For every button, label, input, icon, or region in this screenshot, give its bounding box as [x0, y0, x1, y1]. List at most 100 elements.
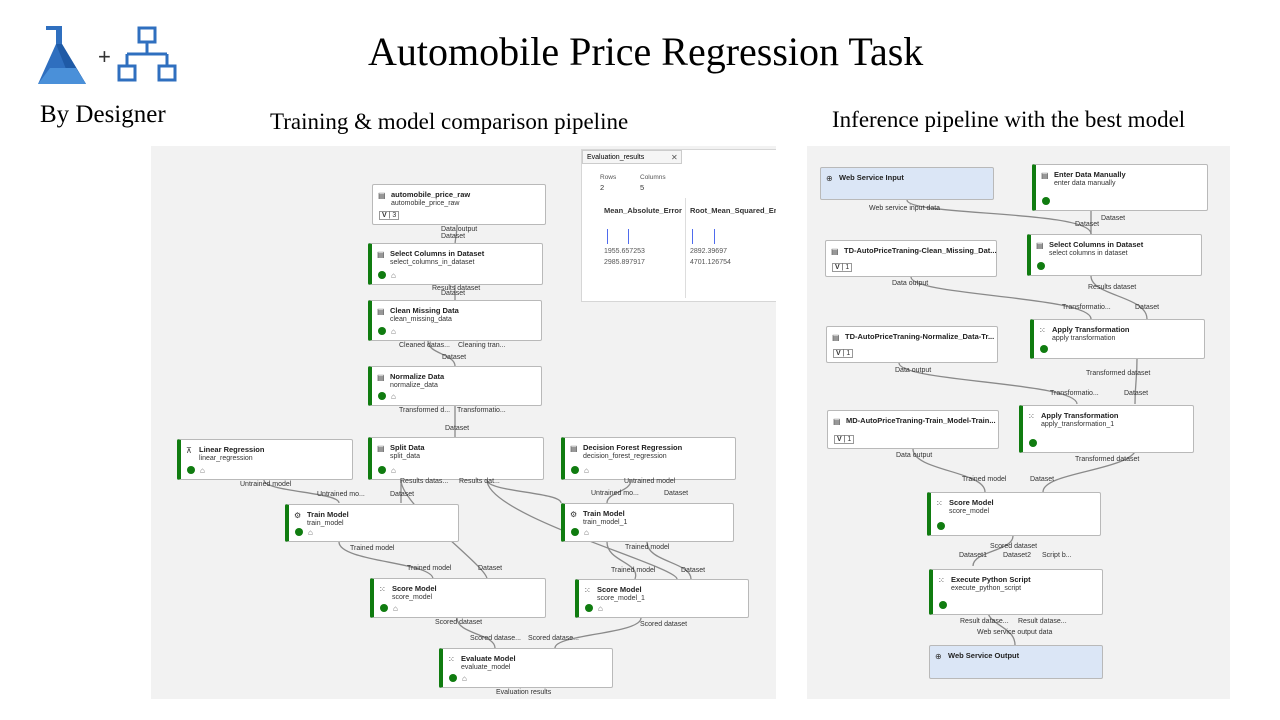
port-label: Dataset	[390, 491, 415, 498]
table-cell: 2985.897917	[604, 259, 645, 266]
version-badge: V | 1	[833, 349, 854, 358]
port-label: Dataset	[1030, 476, 1055, 483]
compute-icon: ⌂	[462, 674, 467, 683]
node-automobile-price-raw[interactable]: ▤ automobile_price_raw automobile_price_…	[372, 184, 546, 225]
score-icon: ⁙	[584, 586, 591, 595]
port-label: Results dataset	[1088, 284, 1137, 291]
node-train-model-1[interactable]: ⚙ Train Model train_model_1 ⌂	[561, 503, 734, 542]
port-label: Scored datase...	[470, 635, 521, 642]
port-label: Dataset	[445, 425, 470, 432]
node-trained-model-dataset[interactable]: ▤ MD-AutoPriceTraning-Train_Model-Train.…	[827, 410, 999, 449]
port-label: Dataset	[664, 490, 689, 497]
status-complete-icon	[378, 271, 386, 279]
node-normalize-data[interactable]: ▤ Normalize Data normalize_data ⌂	[368, 366, 542, 406]
node-apply-transformation-1[interactable]: ⁙ Apply Transformation apply_transformat…	[1019, 405, 1194, 453]
module-icon: ▤	[377, 373, 385, 382]
evaluation-results-tab[interactable]: Evaluation_results✕	[582, 150, 682, 164]
node-train-model[interactable]: ⚙ Train Model train_model ⌂	[285, 504, 459, 542]
status-complete-icon	[378, 392, 386, 400]
port-label: Dataset	[1135, 304, 1160, 311]
node-score-model[interactable]: ⁙ Score Model score_model	[927, 492, 1101, 536]
status-complete-icon	[378, 327, 386, 335]
node-select-columns[interactable]: ▤ Select Columns in Dataset select_colum…	[368, 243, 543, 285]
port-label: Transformed dataset	[1075, 456, 1140, 463]
port-label: Dataset2	[1003, 552, 1032, 559]
port-label: Dataset	[1124, 390, 1149, 397]
score-icon: ⁙	[448, 655, 455, 664]
port-label: Transformed dataset	[1086, 370, 1151, 377]
close-icon[interactable]: ✕	[671, 153, 678, 162]
node-split-data[interactable]: ▤ Split Data split_data ⌂	[368, 437, 544, 480]
node-web-service-input[interactable]: ⊕ Web Service Input	[820, 167, 994, 200]
node-normalize-dataset[interactable]: ▤ TD-AutoPriceTraning-Normalize_Data-Tr.…	[826, 326, 998, 363]
status-complete-icon	[937, 522, 945, 530]
train-icon: ⚙	[570, 510, 578, 519]
status-complete-icon	[939, 601, 947, 609]
inference-pipeline-canvas[interactable]: ⊕ Web Service Input ▤ Enter Data Manuall…	[807, 146, 1230, 699]
compute-icon: ⌂	[584, 466, 589, 475]
module-icon: ▤	[570, 444, 578, 453]
column-header[interactable]: Mean_Absolute_Error	[604, 206, 682, 215]
port-label: Trained model	[962, 476, 1007, 483]
histogram-bar	[607, 229, 608, 244]
status-complete-icon	[380, 604, 388, 612]
compute-icon: ⌂	[391, 466, 396, 475]
port-label: Trained model	[611, 567, 656, 574]
evaluation-results-panel[interactable]: Evaluation_results✕ Rows 2 Columns 5 Mea…	[581, 149, 776, 302]
node-score-model[interactable]: ⁙ Score Model score_model ⌂	[370, 578, 546, 618]
node-apply-transformation[interactable]: ⁙ Apply Transformation apply transformat…	[1030, 319, 1205, 359]
compute-icon: ⌂	[308, 528, 313, 537]
node-linear-regression[interactable]: ⊼ Linear Regression linear_regression ⌂	[177, 439, 353, 480]
status-complete-icon	[187, 466, 195, 474]
node-select-columns[interactable]: ▤ Select Columns in Dataset select colum…	[1027, 234, 1202, 276]
port-label: Data output	[895, 367, 932, 374]
train-icon: ⚙	[294, 511, 302, 520]
port-label: Evaluation results	[496, 689, 552, 696]
table-cell: 4701.126754	[690, 259, 731, 266]
port-label: Transformatio...	[1062, 304, 1111, 311]
module-icon: ▤	[1041, 171, 1049, 180]
inference-pipeline-edges	[898, 199, 1148, 646]
table-cell: 1955.657253	[604, 248, 645, 255]
status-complete-icon	[1040, 345, 1048, 353]
score-icon: ⁙	[379, 585, 386, 594]
status-complete-icon	[1029, 439, 1037, 447]
module-icon: ▤	[377, 307, 385, 316]
port-label: Script b...	[1042, 552, 1072, 559]
svg-text:+: +	[98, 44, 111, 69]
table-cell: 2892.39697	[690, 248, 727, 255]
port-label: Dataset	[1101, 215, 1126, 222]
compute-icon: ⌂	[391, 392, 396, 401]
version-badge: V | 3	[379, 211, 400, 220]
status-complete-icon	[449, 674, 457, 682]
node-execute-python-script[interactable]: ⁙ Execute Python Script execute_python_s…	[929, 569, 1103, 615]
histogram-bar	[714, 229, 715, 244]
node-clean-missing-data[interactable]: ▤ Clean Missing Data clean_missing_data …	[368, 300, 542, 341]
module-icon: ▤	[1036, 241, 1044, 250]
training-pipeline-canvas[interactable]: ▤ automobile_price_raw automobile_price_…	[151, 146, 776, 699]
port-label: Results dat...	[459, 478, 500, 485]
status-complete-icon	[585, 604, 593, 612]
node-evaluate-model[interactable]: ⁙ Evaluate Model evaluate_model ⌂	[439, 648, 613, 688]
dataset-icon: ▤	[832, 333, 840, 342]
port-label: Data output	[441, 226, 478, 233]
port-label: Scored dataset	[435, 619, 483, 626]
histogram-bar	[692, 229, 693, 244]
node-decision-forest-regression[interactable]: ▤ Decision Forest Regression decision_fo…	[561, 437, 736, 480]
status-complete-icon	[1037, 262, 1045, 270]
node-web-service-output[interactable]: ⊕ Web Service Output	[929, 645, 1103, 679]
designer-logo: +	[38, 26, 177, 84]
transform-icon: ⁙	[1028, 412, 1035, 421]
right-panel-title: Inference pipeline with the best model	[832, 107, 1186, 132]
column-header[interactable]: Root_Mean_Squared_Er	[690, 206, 776, 215]
dataset-icon: ▤	[378, 191, 386, 200]
node-clean-missing-dataset[interactable]: ▤ TD-AutoPriceTraning-Clean_Missing_Dat.…	[825, 240, 997, 277]
by-designer-caption: By Designer	[40, 101, 166, 128]
node-enter-data-manually[interactable]: ▤ Enter Data Manually enter data manuall…	[1032, 164, 1208, 211]
globe-icon: ⊕	[826, 174, 833, 183]
dataset-icon: ▤	[833, 417, 841, 426]
port-label: Scored dataset	[990, 543, 1038, 550]
node-score-model-1[interactable]: ⁙ Score Model score_model_1 ⌂	[575, 579, 749, 618]
left-panel-title: Training & model comparison pipeline	[270, 109, 629, 134]
histogram-bar	[628, 229, 629, 244]
